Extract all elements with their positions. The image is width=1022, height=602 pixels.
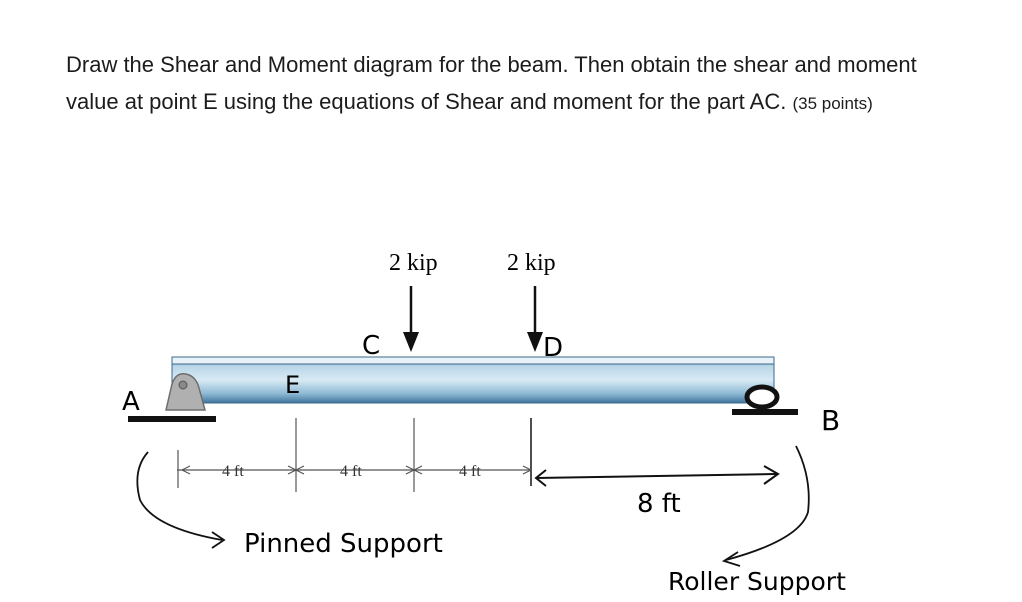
roller-support [732, 384, 798, 415]
dim-3: 4 ft [459, 463, 481, 480]
roller-support-label: Roller Support [668, 567, 846, 596]
beam-top-flange [171, 356, 775, 365]
question-body: Draw the Shear and Moment diagram for th… [66, 52, 917, 114]
pinned-support-label: Pinned Support [244, 529, 443, 559]
load-c-label: 2 kip [389, 250, 438, 276]
pinned-support [128, 372, 216, 422]
dim-8ft-line [534, 465, 780, 487]
pinned-callout-arrow [136, 451, 226, 549]
dim-1: 4 ft [222, 463, 244, 480]
question-points: (35 points) [792, 94, 873, 113]
label-b: B [821, 404, 840, 437]
dim-4: 8 ft [637, 489, 681, 519]
dim-2: 4 ft [340, 463, 362, 480]
label-e: E [285, 371, 300, 399]
dimension-line [177, 418, 532, 492]
label-c: C [362, 331, 380, 361]
roller-callout-arrow [721, 445, 810, 567]
load-d-label: 2 kip [507, 250, 556, 276]
label-a: A [122, 387, 140, 417]
load-c-arrow [403, 286, 419, 352]
load-d-arrow [527, 286, 543, 352]
question-text: Draw the Shear and Moment diagram for th… [66, 46, 946, 122]
label-d: D [543, 333, 563, 363]
beam [171, 356, 775, 404]
